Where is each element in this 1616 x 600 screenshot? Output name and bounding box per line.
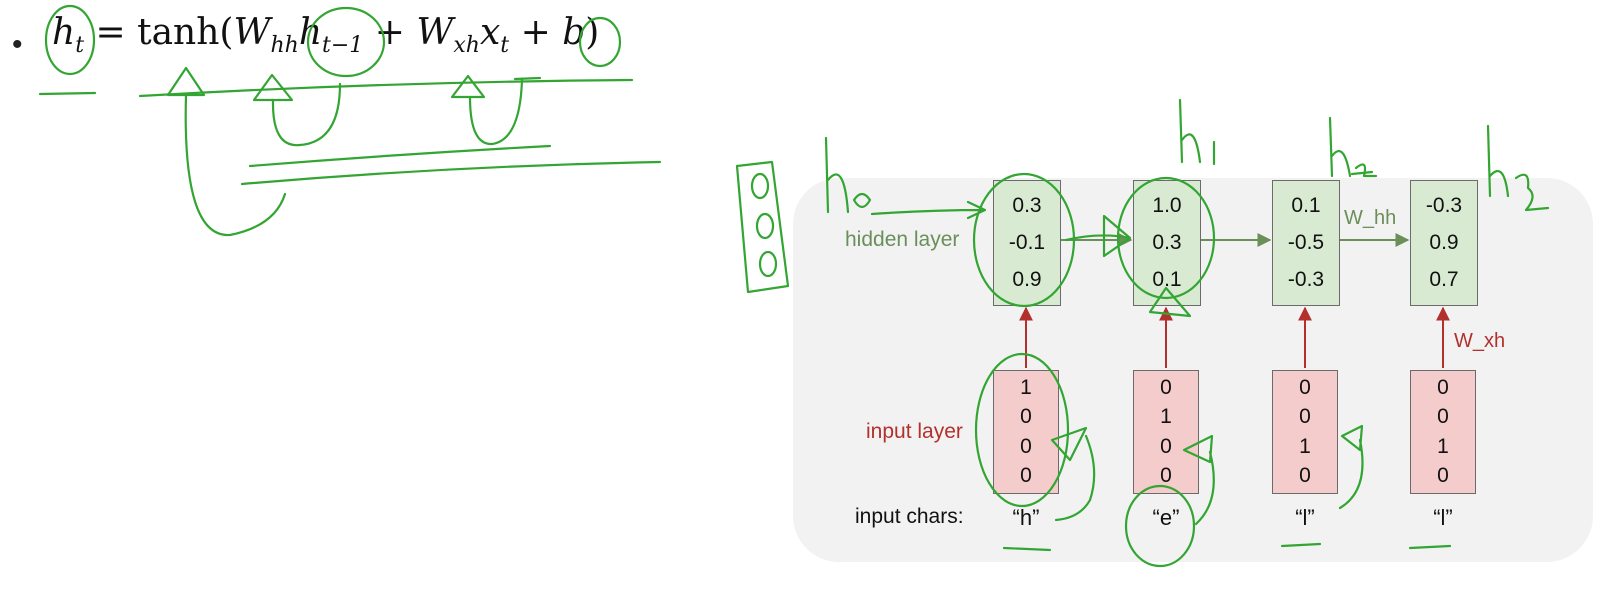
hidden-value: 0.3 [1012,194,1042,217]
input-value: 0 [1299,463,1311,487]
ink-circle-ht-1 [306,6,386,78]
input-value: 1 [1437,434,1449,458]
formula-plus-2: + [520,12,551,53]
hidden-value: 1.0 [1152,194,1182,217]
ink-arrow-h0 [870,200,987,220]
ink-tick-hidden-3 [1350,170,1374,176]
formula-w-xh: W [416,12,454,53]
input-char-1: “h” [1012,505,1040,530]
hidden-value: 0.3 [1152,231,1182,254]
input-value: 0 [1160,463,1172,487]
ink-arrow-whh [252,73,294,102]
hidden-cell-1: 0.3 -0.1 0.9 [993,180,1061,306]
input-value: 0 [1020,434,1032,458]
ink-h0-digit-1 [750,172,770,200]
input-value: 0 [1020,405,1032,429]
input-value: 0 [1160,434,1172,458]
formula-t: t [75,33,85,59]
ink-underline-l1-char [1280,542,1322,548]
formula-t-minus-1: t−1 [322,33,364,59]
input-value: 0 [1299,376,1311,400]
w-hh-label: W_hh [1344,207,1397,229]
input-value: 0 [1020,463,1032,487]
ink-underline-ht [38,91,97,96]
hidden-value: 0.1 [1291,194,1321,217]
hidden-value: 0.9 [1429,231,1459,254]
hidden-value: 0.1 [1152,268,1182,291]
input-char-2: “e” [1152,505,1180,530]
input-value: 0 [1437,463,1449,487]
hidden-value: -0.3 [1287,268,1325,291]
ink-underline-h-char [1002,546,1052,552]
ink-loop-tanh [184,93,287,237]
ink-circle-hidden-2 [1116,176,1216,300]
ink-label-h1 [1178,98,1216,166]
input-value: 0 [1160,376,1172,400]
ink-arrow-wxh [450,74,486,99]
input-value: 0 [1299,405,1311,429]
ink-circle-b [578,16,622,68]
hidden-cell-3: 0.1 -0.5 -0.3 [1272,180,1340,306]
input-cell-4: 0 0 1 0 [1410,370,1476,494]
ink-arrow-input-2 [1148,286,1192,318]
ink-loop-whh [271,82,342,147]
formula-equals: = [95,12,126,53]
ink-underline-l2-char [1408,544,1452,550]
ink-curl-2 [1182,434,1215,526]
input-char-4: “l” [1433,505,1453,530]
ink-loop-wxh [468,78,524,146]
input-value: 1 [1299,434,1311,458]
ink-circle-input-1 [974,352,1070,508]
ink-arrow-tanh [166,66,206,97]
ink-curl-1 [1050,426,1096,522]
ink-arrow-hidden-1-2 [1064,214,1132,258]
ink-circle-char-e [1124,484,1196,568]
bullet-marker: • [12,28,23,61]
ink-h0-box [735,160,790,294]
hidden-value: -0.1 [1008,231,1046,254]
ink-label-h2 [1328,116,1378,178]
hidden-layer-label: hidden layer [845,228,960,251]
input-char-3: “l” [1295,505,1315,530]
hidden-value: 0.7 [1429,268,1459,291]
ink-underline-formula [138,78,634,98]
ink-label-h3 [1486,124,1550,212]
input-value: 0 [1437,376,1449,400]
input-cell-3: 0 0 1 0 [1272,370,1338,494]
input-cell-2: 0 1 0 0 [1133,370,1199,494]
rnn-formula: ht = tanh(Whhht−1 + Wxhxt + b) [52,12,599,58]
input-cell-1: 1 0 0 0 [993,370,1059,494]
formula-x: x [479,12,501,53]
formula-xh-subscript: xh [453,33,480,59]
formula-plus-1: + [374,12,405,53]
formula-h: h [52,12,76,53]
input-layer-label: input layer [866,420,963,443]
ink-curl-3 [1338,424,1364,510]
ink-circle-ht [44,4,96,76]
ink-h0-digit-2 [755,212,775,240]
ink-line-1 [248,144,552,168]
input-value: 0 [1437,405,1449,429]
hidden-cell-2: 1.0 0.3 0.1 [1133,180,1201,306]
ink-label-h0 [824,136,872,214]
hidden-value: -0.5 [1287,231,1325,254]
hidden-value: 0.9 [1012,268,1042,291]
input-value: 1 [1160,405,1172,429]
w-xh-label: W_xh [1454,330,1506,352]
formula-w-hh: W [233,12,271,53]
formula-x-t: t [500,33,510,59]
ink-circle-hidden-1 [972,172,1076,308]
ink-h0-digit-3 [758,250,778,278]
ink-underline-xt [513,76,542,81]
ink-line-2 [240,160,662,186]
formula-tanh: tanh( [137,12,234,53]
input-value: 1 [1020,376,1032,400]
hidden-value: -0.3 [1425,194,1463,217]
hidden-cell-4: -0.3 0.9 0.7 [1410,180,1478,306]
formula-hh-subscript: hh [270,33,299,59]
input-chars-label: input chars: [855,505,964,528]
